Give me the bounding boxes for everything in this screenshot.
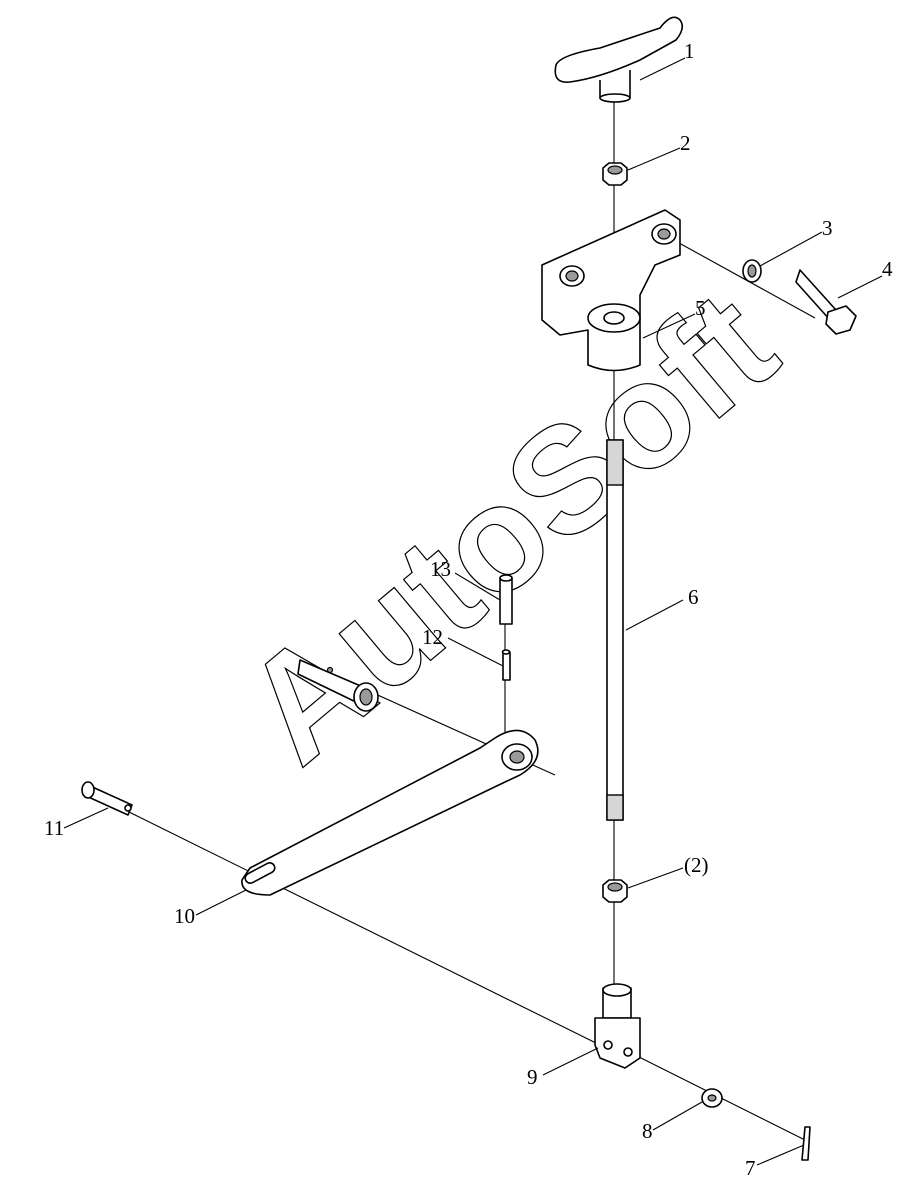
callout-3: 3 — [822, 216, 833, 240]
nut-top-part — [602, 162, 628, 186]
callout-6: 6 — [688, 585, 699, 609]
callout-7: 7 — [745, 1156, 756, 1180]
callout-2: 2 — [680, 131, 691, 155]
small-washer-part — [701, 1088, 723, 1108]
watermark: AutoSoft — [212, 258, 806, 795]
callout-5: 5 — [695, 296, 706, 320]
threaded-rod-part — [606, 439, 624, 821]
callout-12: 12 — [422, 625, 443, 649]
callout-8: 8 — [642, 1119, 653, 1143]
cotter-pin-part — [801, 1126, 811, 1161]
clevis-part — [594, 983, 641, 1069]
lever-arm-part — [241, 729, 539, 896]
bracket-part — [541, 209, 681, 372]
watermark-text: AutoSoft — [213, 259, 806, 795]
callout-1: 1 — [684, 39, 695, 63]
callout-2-repeat: (2) — [684, 853, 709, 877]
shaft-part — [297, 659, 379, 712]
callout-10: 10 — [174, 904, 195, 928]
callout-labels: 1 2 3 4 5 6 (2) 13 12 11 10 9 8 7 — [44, 39, 893, 1180]
pin-tube-part — [499, 574, 513, 625]
callout-13: 13 — [430, 557, 451, 581]
t-handle-part — [554, 16, 684, 103]
callout-11: 11 — [44, 816, 64, 840]
leader-lines — [63, 57, 883, 1166]
clevis-pin-part — [81, 781, 133, 816]
nut-bottom-part — [602, 879, 628, 903]
washer-part — [742, 259, 762, 283]
small-pin-part — [501, 649, 511, 681]
bolt-part — [795, 269, 857, 335]
callout-9: 9 — [527, 1065, 538, 1089]
callout-4: 4 — [882, 257, 893, 281]
